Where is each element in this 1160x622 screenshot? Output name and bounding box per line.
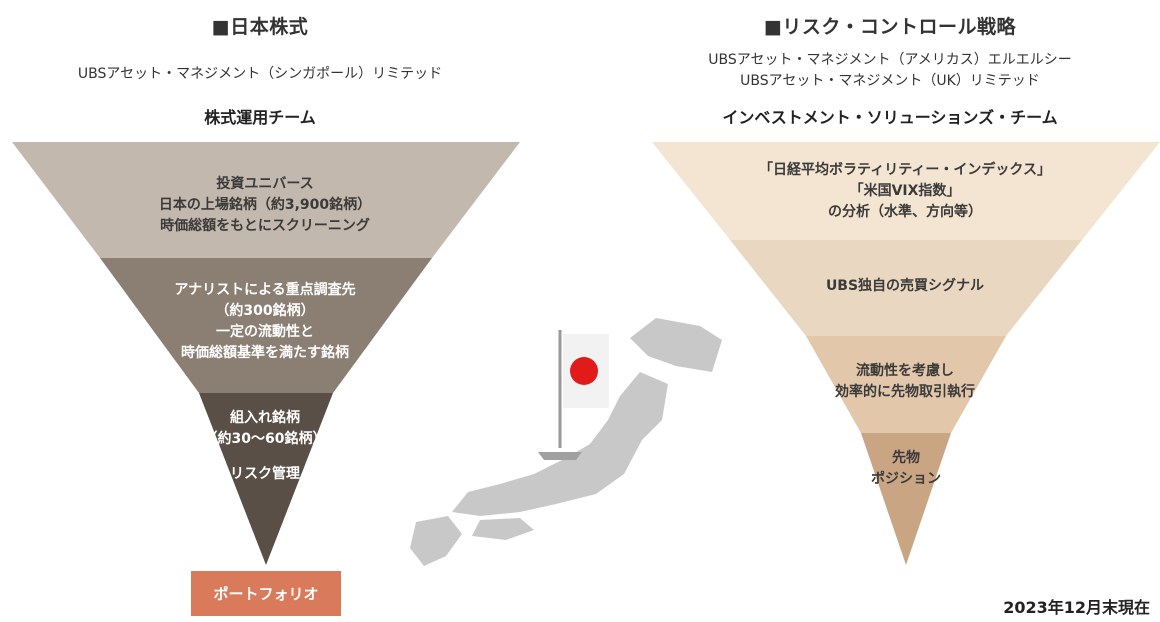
right-level-1-line-1: 「日経平均ボラティリティー・インデックス」 xyxy=(759,162,1051,178)
left-level-2-line-3: 一定の流動性と xyxy=(216,324,314,340)
left-level-3-line-1: 組入れ銘柄 xyxy=(230,410,300,426)
left-level-2-line-2: （約300銘柄） xyxy=(215,303,315,319)
right-funnel-level-1 xyxy=(652,142,1160,240)
left-level-3-line-4: リスク管理 xyxy=(230,466,300,482)
left-level-1-line-2: 日本の上場銘柄（約3,900銘柄） xyxy=(158,197,372,213)
left-level-3-line-2: （約30～60銘柄） xyxy=(203,431,327,447)
right-level-2-text: UBS独自の売買シグナル xyxy=(780,276,1030,297)
right-funnel-level-2 xyxy=(730,240,1082,336)
japan-map-icon xyxy=(410,318,722,566)
right-level-4-text: 先物 ポジション xyxy=(846,448,966,490)
left-team: 株式運用チーム xyxy=(204,108,316,127)
right-funnel-level-4 xyxy=(861,433,951,565)
left-funnel-level-2 xyxy=(100,258,432,393)
left-header: ■日本株式 xyxy=(211,16,309,38)
right-level-3-line-1: 流動性を考慮し xyxy=(856,363,954,379)
right-level-1-line-3: の分析（水準、方向等） xyxy=(828,204,982,220)
left-company: UBSアセット・マネジメント（シンガポール）リミテッド xyxy=(77,66,443,82)
right-level-2-line-1: UBS独自の売買シグナル xyxy=(825,278,985,294)
right-level-3-line-2: 効率的に先物取引執行 xyxy=(835,384,975,400)
right-level-4-line-1: 先物 xyxy=(892,450,920,466)
right-level-1-text: 「日経平均ボラティリティー・インデックス」 「米国VIX指数」 の分析（水準、方… xyxy=(730,160,1080,223)
left-funnel-level-3 xyxy=(199,393,333,565)
right-team: インベストメント・ソリューションズ・チーム xyxy=(722,108,1058,127)
left-level-2-line-4: 時価総額基準を満たす銘柄 xyxy=(181,345,349,361)
right-funnel-level-3 xyxy=(806,336,1006,433)
right-company-line-1: UBSアセット・マネジメント（アメリカス）エルエルシー xyxy=(708,52,1072,68)
right-level-3-text: 流動性を考慮し 効率的に先物取引執行 xyxy=(800,361,1010,403)
date-note: 2023年12月末現在 xyxy=(1003,598,1150,617)
left-level-3-line-3 xyxy=(170,450,360,464)
left-level-3-text: 組入れ銘柄 （約30～60銘柄） リスク管理 xyxy=(170,408,360,485)
portfolio-box: ポートフォリオ xyxy=(191,571,341,616)
left-level-2-line-1: アナリストによる重点調査先 xyxy=(174,282,356,298)
left-level-1-line-3: 時価総額をもとにスクリーニング xyxy=(160,218,370,234)
right-level-1-line-2: 「米国VIX指数」 xyxy=(849,183,961,199)
left-level-1-text: 投資ユニバース 日本の上場銘柄（約3,900銘柄） 時価総額をもとにスクリーニン… xyxy=(110,174,420,237)
left-level-2-text: アナリストによる重点調査先 （約300銘柄） 一定の流動性と 時価総額基準を満た… xyxy=(120,280,410,364)
right-level-4-line-2: ポジション xyxy=(871,471,941,487)
left-level-1-line-1: 投資ユニバース xyxy=(216,176,314,192)
japan-flag-icon xyxy=(538,330,609,460)
right-company-line-2: UBSアセット・マネジメント（UK）リミテッド xyxy=(740,73,1040,89)
right-header: ■リスク・コントロール戦略 xyxy=(763,16,1017,38)
left-funnel-level-1 xyxy=(12,142,520,258)
